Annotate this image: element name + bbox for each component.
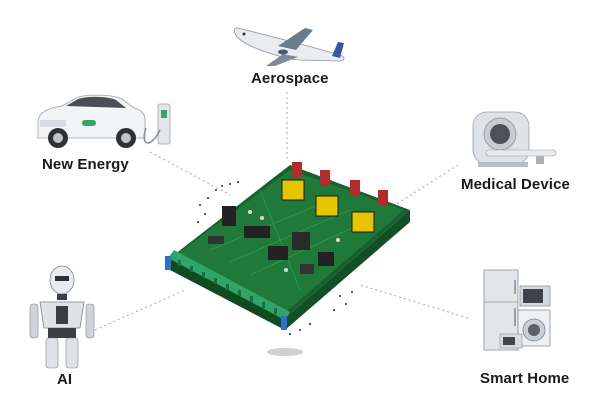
electric-car-icon xyxy=(37,94,171,148)
circuit-board-icon xyxy=(165,162,410,356)
label-medical-device: Medical Device xyxy=(461,176,570,193)
robot-icon xyxy=(29,265,95,369)
line-ai xyxy=(94,289,186,331)
line-medical-device xyxy=(394,164,459,206)
line-smart-home xyxy=(359,284,469,319)
label-ai: AI xyxy=(57,371,73,388)
label-smart-home: Smart Home xyxy=(480,370,570,387)
mri-scanner-icon xyxy=(472,111,557,167)
line-new-energy xyxy=(149,151,231,196)
label-new-energy: New Energy xyxy=(42,156,129,173)
label-aerospace: Aerospace xyxy=(251,70,329,87)
airplane-icon xyxy=(233,27,345,66)
home-appliances-icon xyxy=(483,269,551,351)
